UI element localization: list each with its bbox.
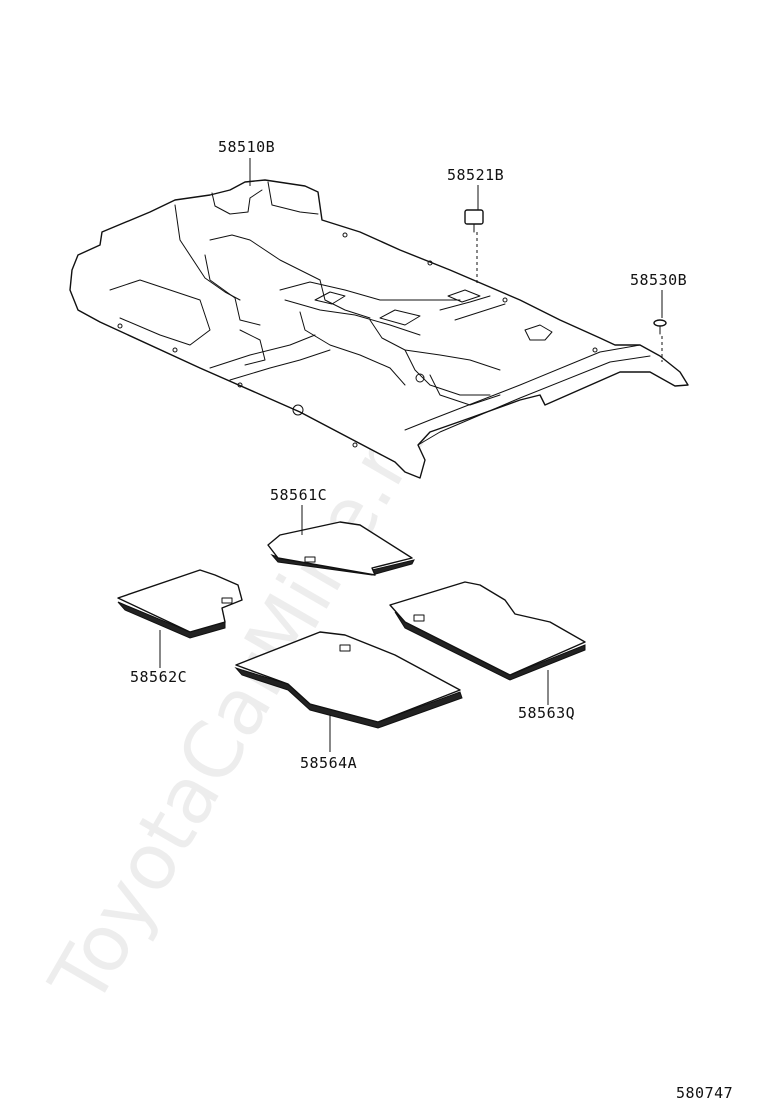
mat-rear-center: [267, 521, 415, 576]
label-58563q: 58563Q: [518, 704, 575, 722]
label-58562c: 58562C: [130, 668, 187, 686]
mat-front-left: [234, 631, 463, 729]
floor-carpet-assembly: [69, 179, 689, 479]
label-58564a: 58564A: [300, 754, 357, 772]
mat-front-right: [389, 581, 586, 681]
screw-part: [653, 319, 667, 362]
clip-part: [464, 209, 484, 286]
label-58561c: 58561C: [270, 486, 327, 504]
label-58510b: 58510B: [218, 138, 275, 156]
mat-rear-left: [117, 569, 243, 639]
label-58530b: 58530B: [630, 271, 687, 289]
label-58521b: 58521B: [447, 166, 504, 184]
diagram-number: 580747: [676, 1084, 733, 1102]
